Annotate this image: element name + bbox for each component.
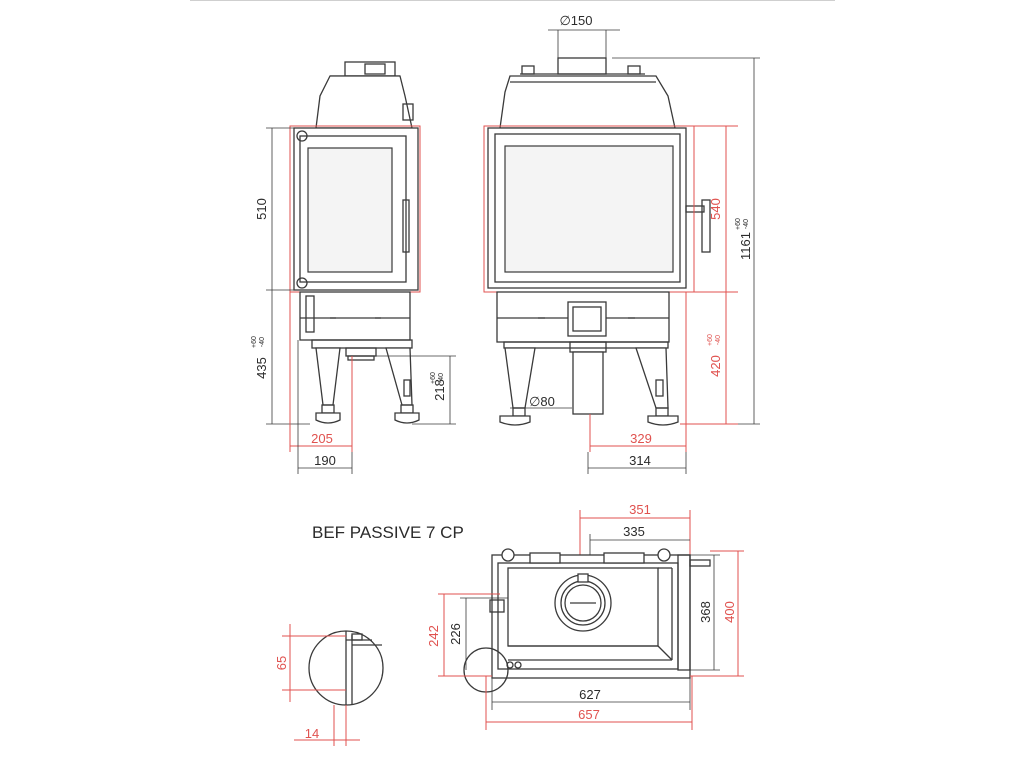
dim-detail-height: 65 [274, 656, 289, 670]
dim-front-base: 420 [708, 355, 723, 377]
front-door-handle [701, 199, 711, 253]
dim-detail-width: 14 [305, 726, 319, 741]
front-air-pipe [572, 351, 604, 415]
front-foot-left [499, 415, 531, 426]
dim-top-depth-red: 400 [722, 601, 737, 623]
front-air-box [567, 301, 607, 337]
side-top-tab [402, 103, 414, 121]
front-glass [504, 145, 674, 273]
dim-side-width: 190 [314, 453, 336, 468]
dim-top-inner-depth-red: 242 [426, 625, 441, 647]
side-hinge-top [296, 130, 308, 142]
side-door-handle [402, 199, 410, 253]
dim-front-width-red: 329 [630, 431, 652, 446]
front-top-cabinet [499, 75, 676, 129]
side-foot-left [315, 412, 341, 424]
top-handle [689, 559, 711, 567]
side-hinge-bottom [296, 277, 308, 289]
front-foot-right [647, 415, 679, 426]
dim-side-base: 435 [254, 357, 269, 379]
dim-front-width: 314 [629, 453, 651, 468]
dim-side-mid: 218 [432, 379, 447, 401]
dim-side-base-tol-plus: +60 [251, 336, 258, 348]
side-leg-left [315, 347, 341, 406]
dim-side-width-red: 205 [311, 431, 333, 446]
side-base-plate [311, 339, 413, 349]
side-foot-right [394, 412, 420, 424]
dim-front-base-tol-minus: -40 [715, 335, 722, 345]
dim-side-height: 510 [254, 198, 269, 220]
dim-front-glass-height: 540 [708, 198, 723, 220]
dim-front-total-height: 1161 [738, 232, 753, 260]
dim-side-mid-tol-plus: +60 [430, 372, 437, 384]
side-view: 510 435 +60 -40 218 +60 -40 205 190 [251, 61, 456, 474]
dim-top-inner-depth: 226 [448, 623, 463, 645]
dim-side-mid-tol-minus: -40 [438, 373, 445, 383]
detail-view: 65 14 [274, 624, 384, 746]
dim-air-diameter: ∅80 [529, 394, 555, 409]
side-flue-clamp [364, 63, 386, 75]
dim-top-width-red: 351 [629, 502, 651, 517]
dim-front-base-tol-plus: +60 [707, 334, 714, 346]
front-handle-arm [685, 205, 705, 213]
front-leg-right [635, 347, 669, 409]
front-view: ∅150 ∅80 [483, 13, 760, 474]
model-title: BEF PASSIVE 7 CP [312, 523, 464, 542]
dim-flue-diameter: ∅150 [559, 13, 592, 28]
side-top-cabinet [315, 75, 413, 129]
dim-top-length-red: 657 [578, 707, 600, 722]
dim-side-base-tol-minus: -40 [259, 337, 266, 347]
side-lower-body [299, 291, 411, 341]
side-glass [307, 147, 393, 273]
dim-front-total-tol-plus: +60 [735, 218, 742, 230]
dim-top-depth: 368 [698, 601, 713, 623]
dim-front-total-tol-minus: -40 [743, 219, 750, 229]
dim-top-width: 335 [623, 524, 645, 539]
front-flue-collar [557, 57, 607, 75]
top-view: 351 335 368 [426, 502, 744, 730]
dim-top-length: 627 [579, 687, 601, 702]
